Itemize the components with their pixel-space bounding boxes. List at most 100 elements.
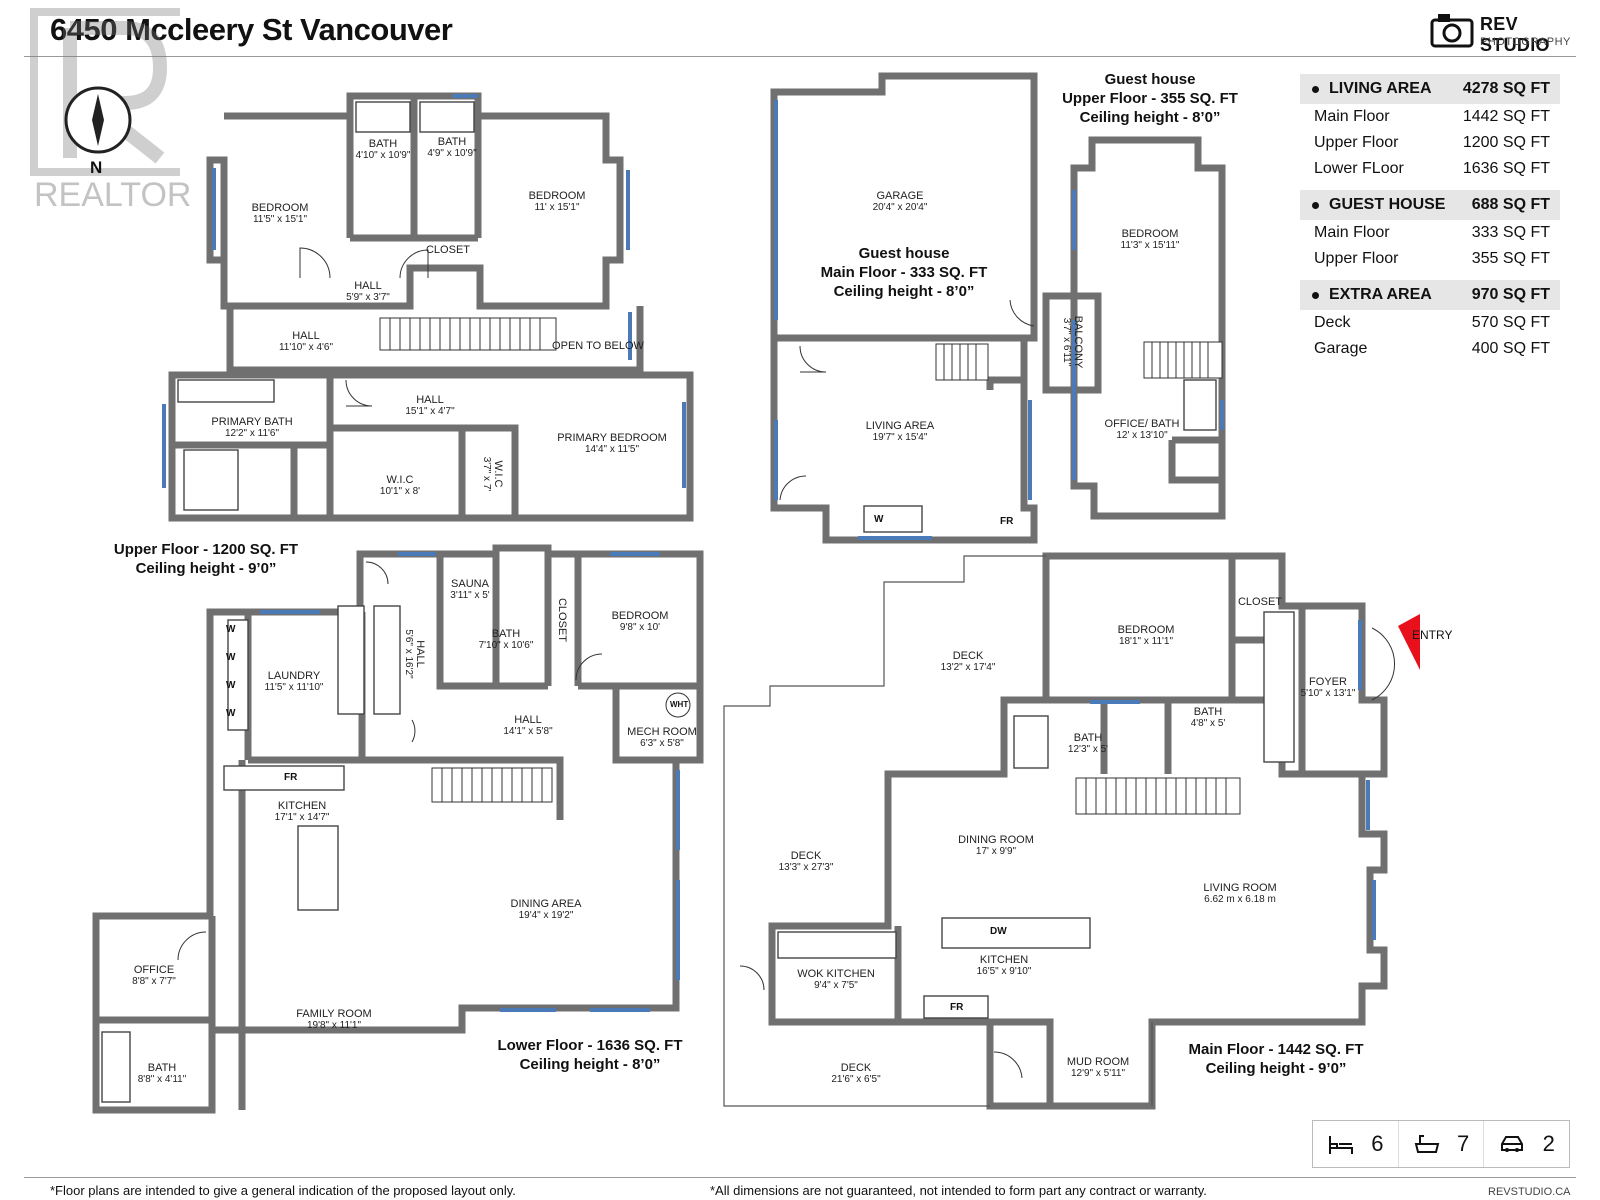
room-dimensions: 12' x 13'10": [1116, 430, 1168, 441]
compass-north-label: N: [90, 158, 103, 177]
entry-arrow-icon: [1398, 614, 1420, 670]
room-dimensions: 14'1" x 5'8": [503, 726, 553, 737]
bathtub-icon: [1414, 1135, 1440, 1153]
caption-line: Ceiling height - 8’0”: [519, 1056, 661, 1073]
row-label: Main Floor: [1314, 224, 1390, 241]
row-value: 1636 SQ FT: [1462, 160, 1550, 177]
room-name: BEDROOM: [1117, 624, 1175, 636]
room-name: BEDROOM: [1121, 228, 1179, 240]
washer-label: W: [226, 680, 236, 691]
footer-website: REVSTUDIO.CA: [1488, 1186, 1571, 1198]
room-name: CLOSET: [556, 597, 568, 643]
caption-line: Main Floor - 1442 SQ. FT: [1188, 1041, 1364, 1058]
room-name: OFFICE/ BATH: [1104, 418, 1180, 430]
entry-label: ENTRY: [1412, 628, 1453, 642]
guest-house-label: GUEST HOUSE: [1329, 196, 1446, 213]
caption-line: Lower Floor - 1636 SQ. FT: [497, 1037, 683, 1054]
top-divider: [24, 56, 1576, 57]
brand-subtitle: PHOTOGRAPHY: [1480, 36, 1571, 48]
bathroom-count-badge: 7: [1399, 1121, 1485, 1167]
room-dimensions: 19'4" x 19'2": [518, 910, 574, 921]
fridge-label: FR: [1000, 516, 1014, 527]
fixtures: [101, 101, 1295, 1103]
dishwasher-label: DW: [990, 926, 1007, 937]
row-value: 1442 SQ FT: [1462, 108, 1550, 125]
room-name: HALL: [416, 394, 444, 406]
main-floor-walls: [768, 552, 1388, 1110]
caption-line: Main Floor - 333 SQ. FT: [820, 264, 988, 281]
guest-upper-caption: Guest house Upper Floor - 355 SQ. FT Cei…: [1062, 70, 1238, 127]
room-name: BEDROOM: [528, 190, 586, 202]
room-name: GARAGE: [876, 190, 924, 202]
bed-icon: [1329, 1136, 1354, 1154]
living-area-value: 4278 SQ FT: [1462, 80, 1550, 97]
room-dimensions: 3'7" x 6'11": [1061, 317, 1072, 367]
room-name: CLOSET: [425, 244, 471, 256]
main-floor-caption: Main Floor - 1442 SQ. FT Ceiling height …: [1188, 1040, 1363, 1078]
room-dimensions: 9'4" x 7'5": [814, 980, 858, 991]
room-name: PRIMARY BATH: [211, 416, 293, 428]
caption-line: Ceiling height - 9’0”: [135, 560, 277, 577]
compass: N: [62, 84, 134, 184]
room-dimensions: 13'3" x 27'3": [778, 862, 834, 873]
room-dimensions: 17'1" x 14'7": [274, 812, 330, 823]
washer-label: W: [874, 514, 884, 525]
room-dimensions: 21'6" x 6'5": [831, 1074, 881, 1085]
guest-main-walls: [770, 72, 1038, 544]
room-name: BALCONY: [1072, 315, 1084, 369]
room-name: OPEN TO BELOW: [552, 340, 644, 352]
deck-outlines: [723, 555, 1153, 1107]
room-name: W.I.C: [386, 474, 414, 486]
caption-line: Ceiling height - 9’0”: [1205, 1060, 1347, 1077]
room-dimensions: 6'3" x 5'8": [640, 738, 684, 749]
room-dimensions: 15'1" x 4'7": [405, 406, 455, 417]
room-dimensions: 19'7" x 15'4": [872, 432, 928, 443]
room-dimensions: 20'4" x 20'4": [872, 202, 928, 213]
row-label: Upper Floor: [1314, 134, 1399, 151]
room-name: BEDROOM: [251, 202, 309, 214]
extra-area-value: 970 SQ FT: [1471, 286, 1550, 303]
room-name: DECK: [952, 650, 984, 662]
extra-area-label: EXTRA AREA: [1329, 286, 1432, 303]
bathroom-count: 7: [1456, 1131, 1470, 1156]
water-heater-label: WHT: [670, 700, 689, 709]
brand-name: REV STUDIO: [1480, 14, 1550, 55]
room-name: BATH: [368, 138, 398, 150]
room-dimensions: 6.62 m x 6.18 m: [1204, 894, 1276, 905]
lower-floor-caption: Lower Floor - 1636 SQ. FT Ceiling height…: [497, 1036, 682, 1074]
room-name: HALL: [354, 280, 382, 292]
upper-floor-caption: Upper Floor - 1200 SQ. FT Ceiling height…: [114, 540, 298, 578]
room-dimensions: 10'1" x 8': [379, 486, 421, 497]
row-label: Upper Floor: [1314, 250, 1399, 267]
room-name: BATH: [491, 628, 521, 640]
parking-count: 2: [1542, 1131, 1555, 1156]
row-label: Garage: [1314, 340, 1368, 357]
room-dimensions: 11'10" x 4'6": [278, 342, 334, 353]
caption-line: Ceiling height - 8’0”: [833, 283, 975, 300]
room-dimensions: 13'2" x 17'4": [940, 662, 996, 673]
caption-line: Upper Floor - 355 SQ. FT: [1062, 90, 1238, 107]
